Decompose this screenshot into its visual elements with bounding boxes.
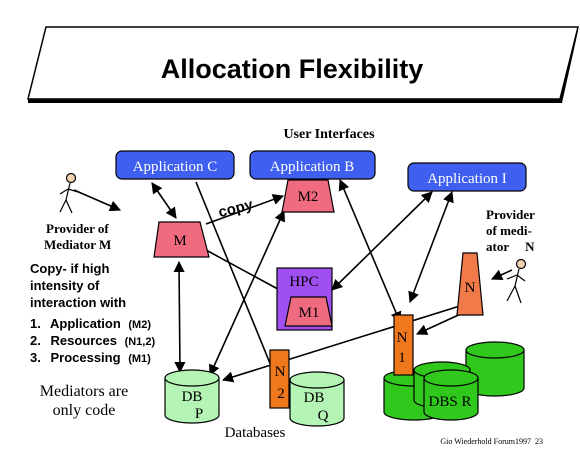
mediator-m-label: M	[173, 233, 186, 249]
copy-note: Copy- if high intensity of interaction w…	[30, 261, 155, 365]
copy-note-item-2: 2. Resources (N1,2)	[30, 333, 155, 348]
link-appi-m1	[331, 191, 433, 291]
wrapper-n1: N 1	[393, 314, 414, 376]
title-banner: Allocation Flexibility	[27, 26, 579, 103]
provider-m-line2: Mediator M	[44, 237, 111, 252]
provider-m-figure-icon	[59, 172, 79, 214]
database-dbp: DB P	[164, 369, 220, 424]
application-i: Application I	[407, 162, 527, 192]
copy-note-line2: intensity of	[30, 278, 100, 293]
databases-label: Databases	[225, 425, 286, 441]
provider-n-figure-icon	[506, 258, 527, 304]
provider-m-line1: Provider of	[46, 221, 109, 236]
mediators-note-line2: only code	[53, 402, 116, 419]
user-interfaces-label: User Interfaces	[283, 127, 375, 142]
wrapper-n2: N 2	[269, 349, 290, 409]
connectors	[73, 177, 513, 385]
n2-line1: N	[275, 364, 286, 380]
database-dbq: DB Q	[289, 371, 345, 427]
provider-n-line3: ator N	[486, 239, 535, 254]
dbsr-label: DBS R	[429, 394, 472, 410]
link-appi-n1	[408, 190, 454, 304]
link-provider-n	[490, 269, 513, 280]
footer: Gio Wiederhold Forum1997 23	[440, 437, 543, 446]
mediator-m1: M1	[284, 296, 333, 327]
mediator-n: N	[456, 252, 484, 316]
link-n-dbp	[221, 304, 464, 383]
link-m2-dbp	[209, 209, 285, 377]
application-c: Application C	[115, 150, 235, 180]
copy-note-item-3: 3. Processing (M1)	[30, 350, 151, 365]
link-appc-m	[151, 182, 177, 219]
hpc-node: HPC M1	[276, 267, 333, 331]
mediator-m2-label: M2	[298, 189, 319, 205]
mediator-n-label: N	[465, 280, 476, 296]
application-c-label: Application C	[133, 159, 218, 175]
database-cluster-dbsr	[383, 341, 525, 421]
link-appb-n1	[338, 178, 402, 324]
provider-n-line1: Provider	[486, 207, 535, 222]
application-i-label: Application I	[427, 171, 507, 187]
mediators-note-line1: Mediators are	[40, 383, 128, 400]
mediator-m2: M2	[281, 179, 335, 213]
provider-n-line2: of medi-	[486, 223, 532, 238]
mediator-m: M	[153, 221, 210, 258]
link-m-dbp	[173, 260, 186, 374]
n1-line2: 1	[398, 350, 406, 366]
dbq-line1: DB	[304, 390, 325, 406]
dbp-line1: DB	[182, 389, 203, 405]
dbq-line2: Q	[318, 408, 329, 424]
application-b-label: Application B	[270, 159, 355, 175]
n2-line2: 2	[277, 386, 285, 402]
copy-note-item-1: 1. Application (M2)	[30, 316, 151, 331]
mediator-m1-label: M1	[299, 305, 320, 321]
link-n-n1	[415, 311, 466, 335]
copy-note-line1: Copy- if high	[30, 261, 109, 276]
application-b: Application B	[249, 150, 376, 180]
dbp-line2: P	[195, 406, 203, 422]
slide-title: Allocation Flexibility	[161, 54, 424, 84]
copy-note-line3: interaction with	[30, 295, 126, 310]
link-provider-m	[73, 189, 122, 212]
hpc-label: HPC	[289, 274, 318, 290]
n1-line1: N	[397, 330, 408, 346]
copy-label: copy	[217, 196, 256, 221]
